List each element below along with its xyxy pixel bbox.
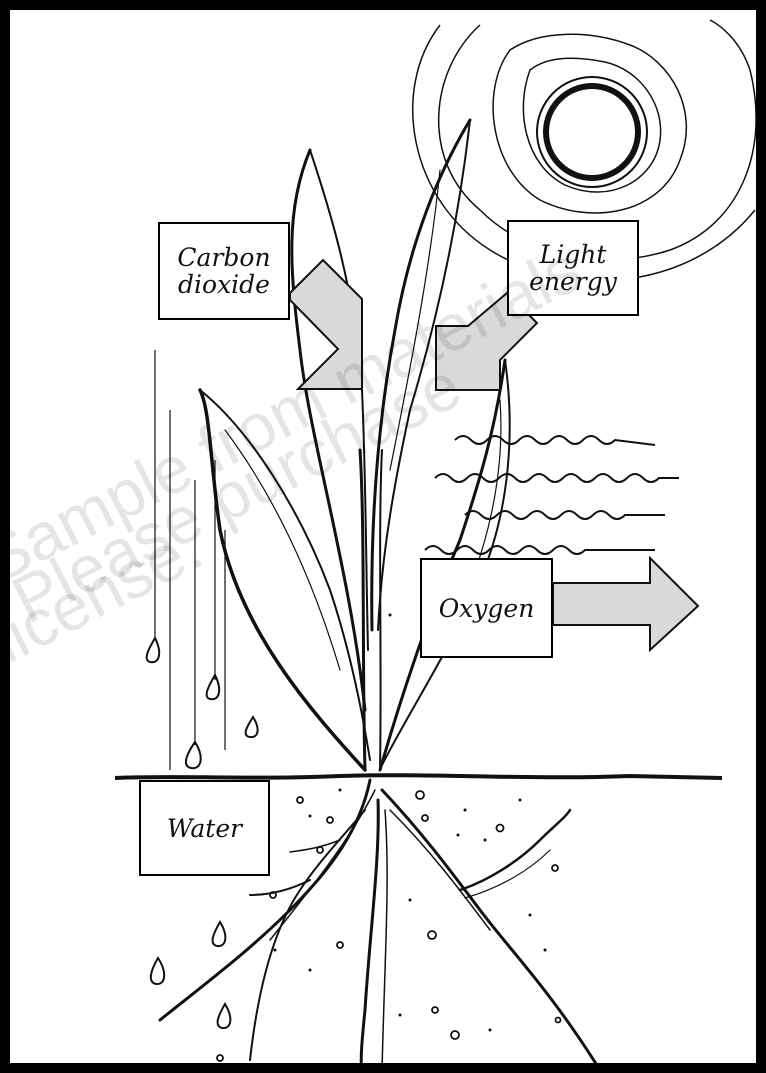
oxygen-arrow	[553, 558, 698, 650]
water-text: Water	[167, 815, 242, 842]
photosynthesis-illustration	[10, 10, 766, 1073]
carbon-dioxide-label: Carbon dioxide	[158, 222, 290, 320]
ground-line	[115, 775, 722, 778]
oxygen-label: Oxygen	[420, 558, 553, 658]
carbon-dioxide-text: Carbon dioxide	[177, 244, 270, 298]
co2-arrow	[290, 260, 362, 389]
light-energy-text: Light energy	[529, 241, 617, 295]
water-label: Water	[139, 780, 270, 876]
oxygen-text: Oxygen	[439, 595, 535, 622]
light-rays	[425, 436, 679, 554]
light-energy-label: Light energy	[507, 220, 639, 316]
plant	[200, 120, 510, 770]
